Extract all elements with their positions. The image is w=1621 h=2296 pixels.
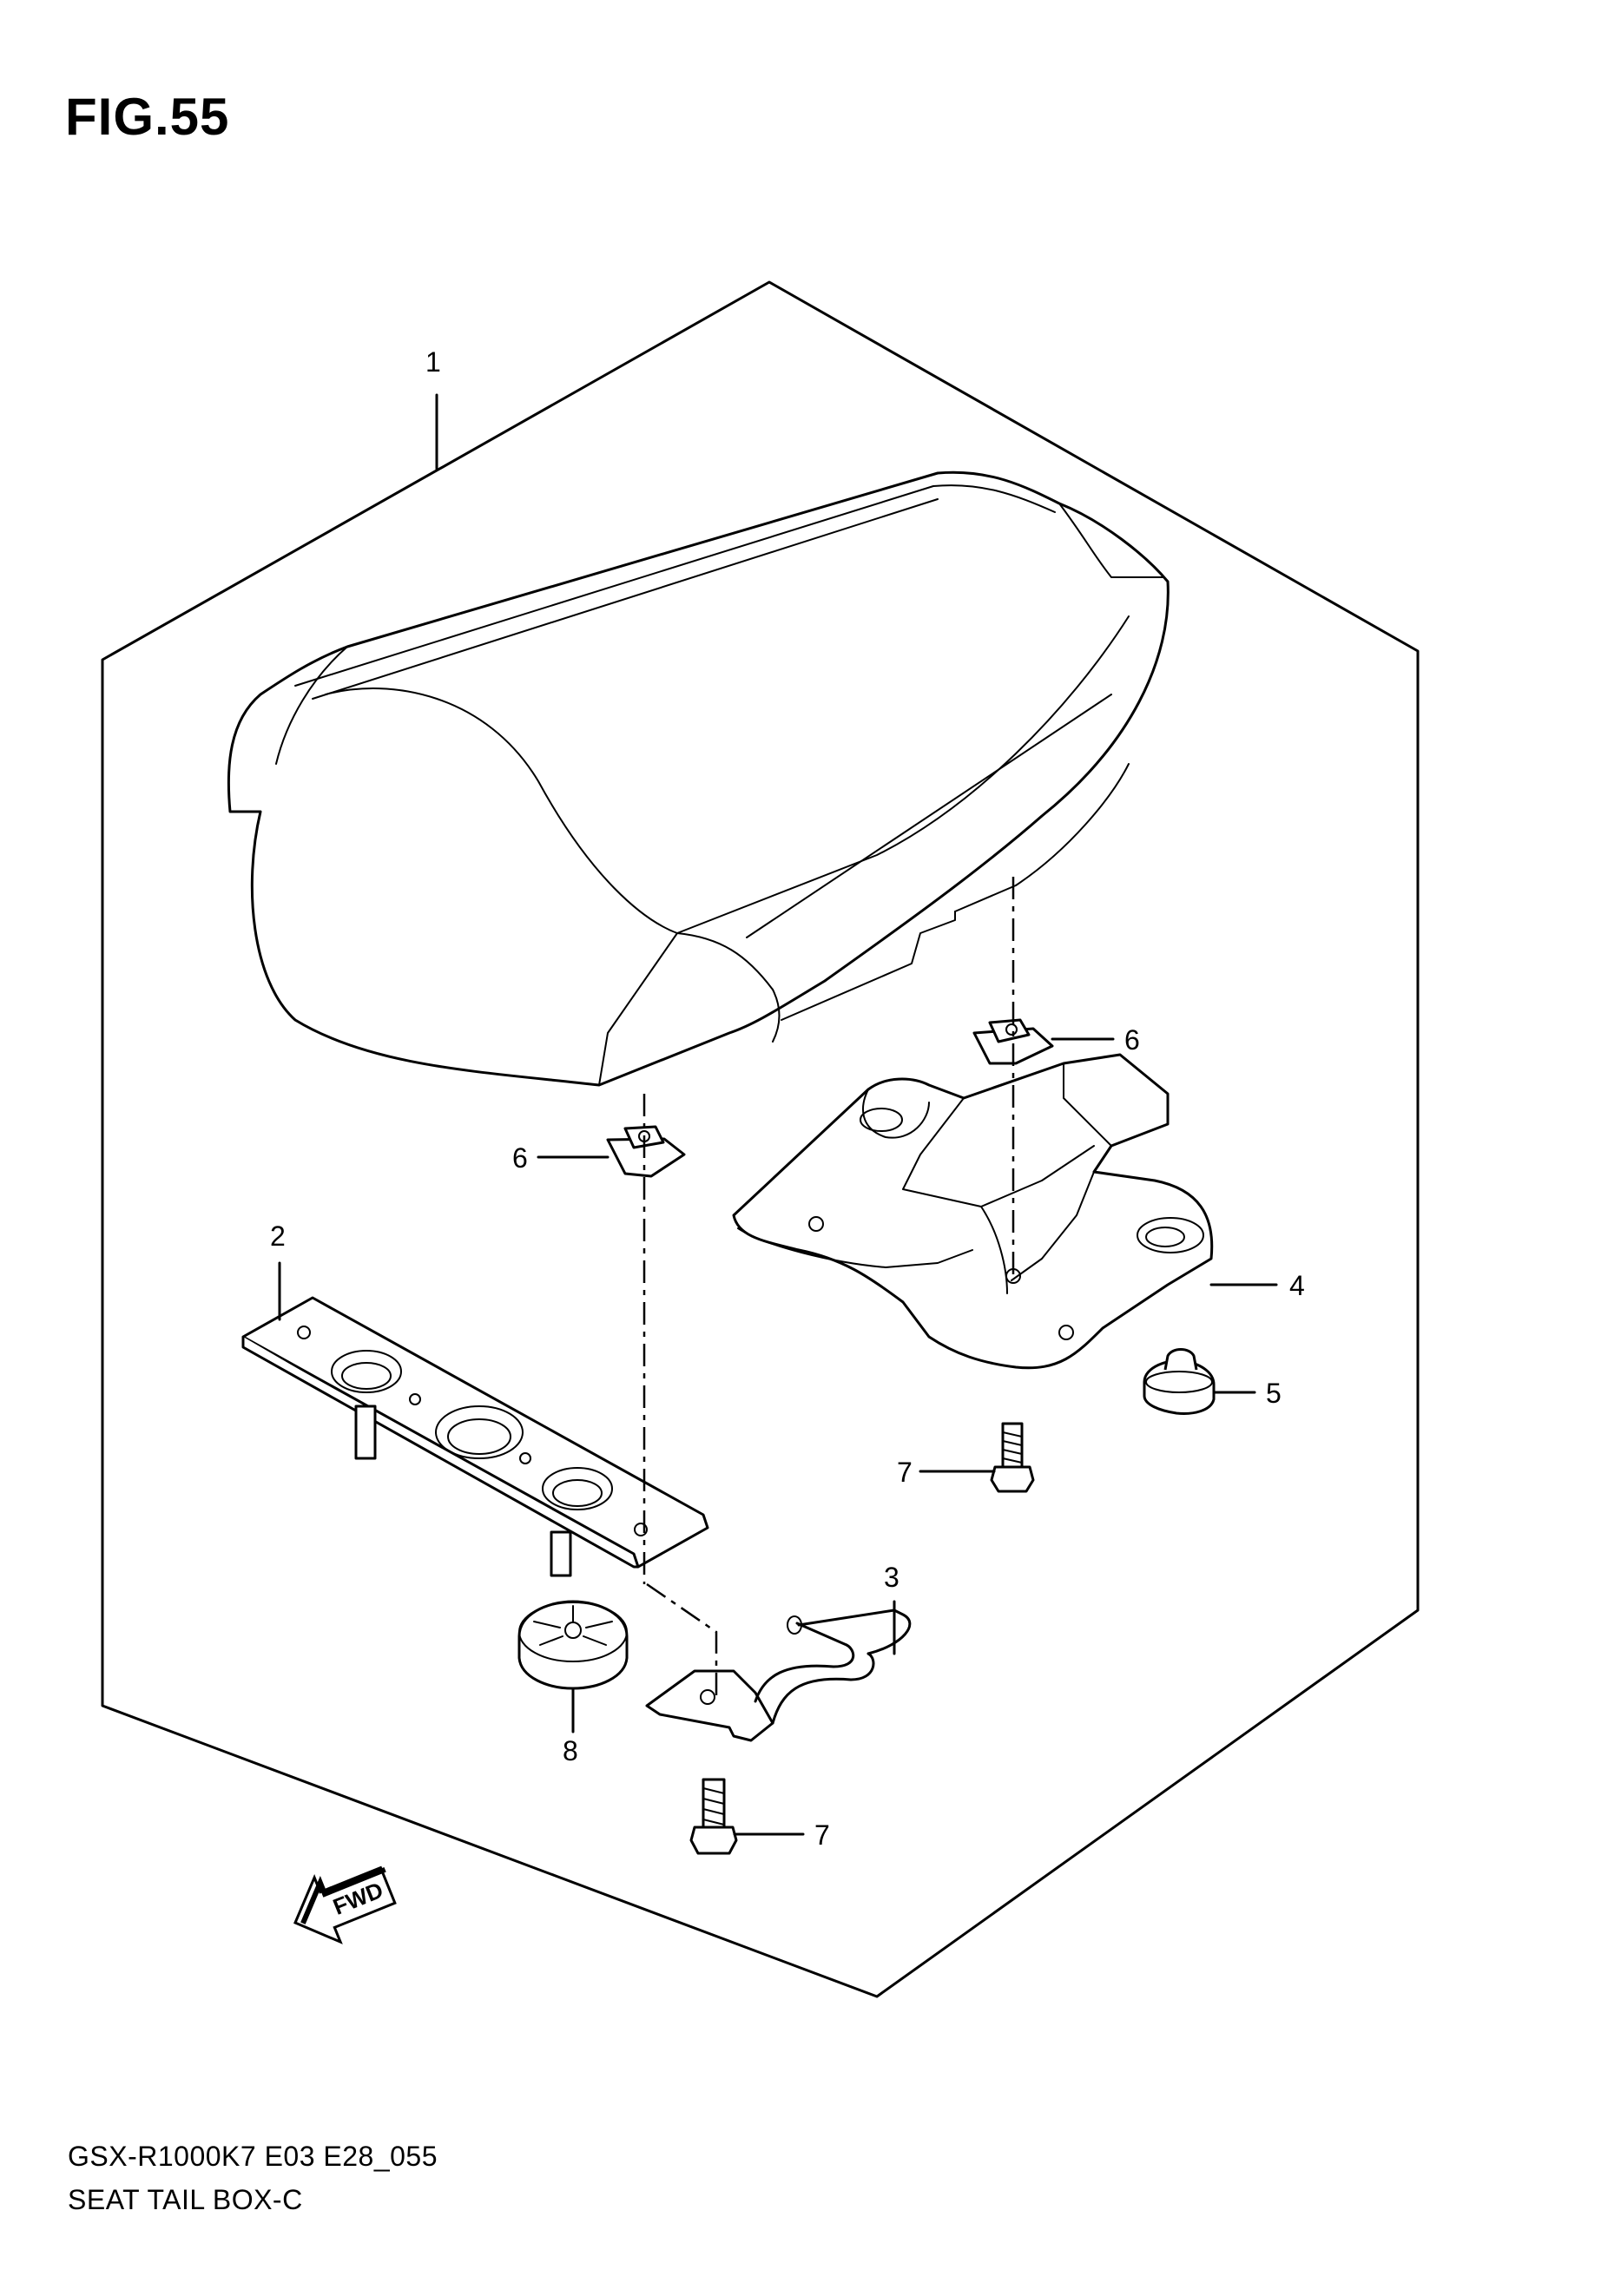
hexagon-frame xyxy=(101,280,1420,1998)
forward-arrow-icon: FWD xyxy=(293,1865,397,1944)
seat-plate-part[interactable] xyxy=(241,1296,709,1577)
model-code: GSX-R1000K7 E03 E28_055 xyxy=(68,2141,438,2172)
callout-3[interactable]: 3 xyxy=(884,1562,899,1593)
callout-7-lower[interactable]: 7 xyxy=(814,1819,830,1851)
rubber-grommet-part[interactable] xyxy=(517,1600,629,1690)
callout-4[interactable]: 4 xyxy=(1289,1270,1305,1301)
callout-6-lower[interactable]: 6 xyxy=(512,1142,528,1174)
clip-nut-lower-part[interactable] xyxy=(606,1125,686,1178)
footer-caption: GSX-R1000K7 E03 E28_055 SEAT TAIL BOX-C xyxy=(68,2135,438,2221)
figure-title: FIG.55 xyxy=(65,88,230,146)
callout-5[interactable]: 5 xyxy=(1266,1378,1282,1409)
section-name: SEAT TAIL BOX-C xyxy=(68,2183,303,2215)
callout-2[interactable]: 2 xyxy=(270,1220,286,1252)
seat-tail-cover-part[interactable] xyxy=(227,470,1170,1087)
callout-8[interactable]: 8 xyxy=(563,1735,578,1766)
callout-7-upper[interactable]: 7 xyxy=(897,1457,913,1488)
latch-hook-part[interactable] xyxy=(645,1609,912,1742)
bolt-upper-part[interactable] xyxy=(990,1422,1035,1493)
bolt-lower-part[interactable] xyxy=(689,1778,738,1855)
rubber-cushion-part[interactable] xyxy=(1143,1348,1216,1415)
seat-bracket-part[interactable] xyxy=(732,1053,1214,1370)
centerline-latch xyxy=(646,1582,718,1697)
callout-6-upper[interactable]: 6 xyxy=(1124,1024,1140,1056)
callout-1[interactable]: 1 xyxy=(425,346,441,378)
